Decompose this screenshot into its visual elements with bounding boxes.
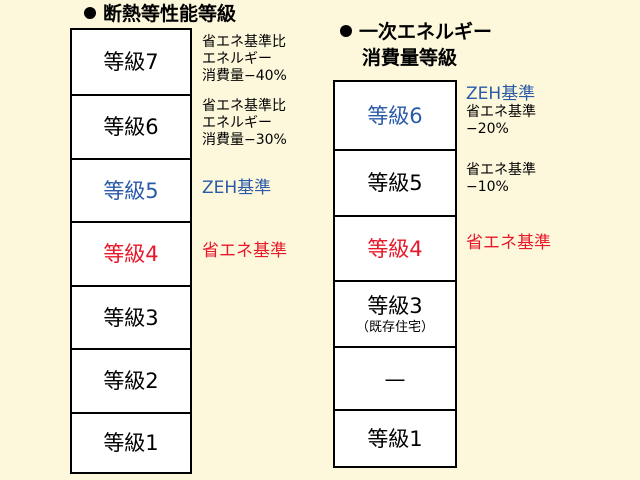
insulation-grade-column: 等級7 等級6 等級5 等級4 等級3 等級2 等級1 [70,28,192,474]
grade-label: 等級7 [103,50,159,74]
energy-grade-1: 等級1 [335,409,455,466]
insulation-grade-1: 等級1 [72,412,190,472]
note-line: 省エネ基準比 [202,98,286,114]
note-line: 省エネ基準 [466,162,536,178]
primary-energy-grade-column: 等級6 等級5 等級4 等級3 （既存住宅） — 等級1 [333,80,457,468]
energy-grade-5: 等級5 [335,149,455,215]
insulation-grade-2: 等級2 [72,348,190,412]
note-line: ZEH基準 [466,84,536,104]
grade-label: 等級6 [367,103,423,128]
grade-label: 等級2 [103,369,159,393]
note-line: −10% [466,179,509,195]
insulation-grade-5: 等級5 [72,158,190,221]
bullet-icon [340,25,352,37]
right-heading-2: 消費量等級 [362,46,457,70]
note-energy-grade-5: 省エネ基準 −10% [466,162,536,196]
note-line: ZEH基準 [202,178,272,198]
insulation-grade-7: 等級7 [72,30,190,94]
grade-label: 等級4 [367,236,423,261]
right-heading-line-2: 消費量等級 [362,47,458,69]
note-line: 消費量−40% [202,68,287,84]
left-heading: 断熱等性能等級 [84,2,236,26]
grade-label: 等級3 [103,305,159,330]
note-energy-grade-6: ZEH基準 省エネ基準 −20% [466,84,536,138]
note-line: エネルギー [202,51,272,67]
note-grade-5: ZEH基準 [202,178,271,198]
grade-label: 等級6 [103,115,159,139]
energy-grade-3: 等級3 （既存住宅） [335,280,455,346]
right-heading-line-1: 一次エネルギー [359,21,493,43]
note-line: エネルギー [202,115,272,131]
energy-grade-6: 等級6 [335,82,455,149]
insulation-grade-4: 等級4 [72,221,190,285]
grade-label: 等級3 [367,293,423,318]
bullet-icon [84,7,96,19]
note-grade-7: 省エネ基準比 エネルギー 消費量−40% [202,34,287,85]
note-line: 省エネ基準 [202,241,287,261]
grade-label: 等級1 [103,431,159,455]
grade-label: 等級5 [103,178,159,203]
note-line: 省エネ基準 [466,104,536,120]
insulation-grade-3: 等級3 [72,285,190,348]
note-line: 消費量−30% [202,132,287,148]
energy-grade-4: 等級4 [335,215,455,280]
grade-label: — [384,366,406,391]
note-line: 省エネ基準 [466,233,551,253]
insulation-grade-6: 等級6 [72,94,190,158]
note-line: 省エネ基準比 [202,34,286,50]
left-heading-text: 断熱等性能等級 [103,3,237,25]
right-heading: 一次エネルギー [340,20,492,44]
note-grade-6: 省エネ基準比 エネルギー 消費量−30% [202,98,287,149]
grade-label: 等級4 [103,242,159,266]
energy-grade-2: — [335,346,455,409]
note-line: −20% [466,121,509,137]
grade-label: 等級5 [367,171,423,195]
note-grade-4: 省エネ基準 [202,241,287,261]
note-energy-grade-4: 省エネ基準 [466,233,551,253]
grade-sublabel: （既存住宅） [355,319,434,335]
grade-label: 等級1 [367,426,423,451]
